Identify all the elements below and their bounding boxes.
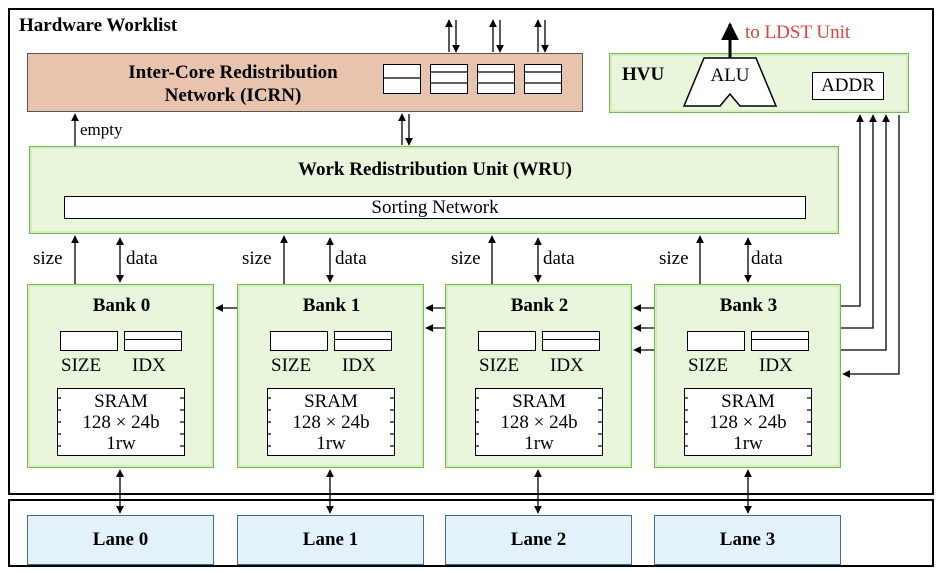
sram-ticks [57, 397, 811, 447]
size-label: SIZE [61, 355, 102, 376]
worklist-title: Hardware Worklist [19, 15, 178, 36]
bank-3: Bank 3 SIZE IDX SRAM 128 × 24b 1rw [654, 284, 841, 468]
icrn-buffer-icon [383, 64, 421, 94]
sram-size: 128 × 24b [500, 411, 578, 433]
bank-title: Bank 0 [92, 295, 151, 316]
size-register [687, 331, 745, 351]
sram-label: SRAM [304, 390, 358, 412]
sram-ports: 1rw [733, 432, 763, 454]
sram-ports: 1rw [524, 432, 554, 454]
bank-title: Bank 1 [302, 295, 361, 316]
icrn-buffer-icon [477, 64, 515, 94]
hvu-link [841, 114, 890, 351]
icrn-title-line1: Inter-Core Redistribution [128, 62, 338, 83]
sorting-network: Sorting Network [64, 196, 806, 219]
idx-register [124, 331, 182, 351]
size-label: SIZE [688, 355, 729, 376]
size-label: SIZE [479, 355, 520, 376]
idx-label: IDX [342, 355, 376, 376]
alu-icon [682, 57, 778, 107]
idx-label: IDX [550, 355, 584, 376]
idx-register [751, 331, 809, 351]
icrn-title-line2: Network (ICRN) [164, 85, 302, 106]
size-signal-label: size [242, 248, 272, 269]
icrn-buffer-icon [524, 64, 562, 94]
idx-register [334, 331, 392, 351]
sram-label: SRAM [512, 390, 566, 412]
addr-register: ADDR [812, 72, 884, 100]
data-signal-label: data [543, 248, 575, 269]
icrn-title: Inter-Core Redistribution Network (ICRN) [28, 59, 438, 109]
sram-block: SRAM 128 × 24b 1rw [57, 388, 185, 456]
sram-block: SRAM 128 × 24b 1rw [475, 388, 603, 456]
data-signal-label: data [751, 248, 783, 269]
bank-title: Bank 3 [719, 295, 778, 316]
size-signal-label: size [659, 248, 689, 269]
ldst-label: to LDST Unit [745, 22, 851, 43]
lane-2: Lane 2 [445, 515, 632, 565]
sram-block: SRAM 128 × 24b 1rw [684, 388, 812, 456]
idx-label: IDX [759, 355, 793, 376]
sram-label: SRAM [721, 390, 775, 412]
wru-title: Work Redistribution Unit (WRU) [298, 159, 572, 180]
sram-ports: 1rw [106, 432, 136, 454]
size-signal-label: size [33, 248, 63, 269]
alu-label: ALU [710, 65, 750, 86]
size-label: SIZE [271, 355, 312, 376]
empty-label: empty [80, 120, 123, 139]
hvu-link [842, 115, 900, 378]
data-signal-label: data [335, 248, 367, 269]
sram-ports: 1rw [316, 432, 346, 454]
lane-1: Lane 1 [237, 515, 424, 565]
lane-3: Lane 3 [654, 515, 841, 565]
sram-size: 128 × 24b [292, 411, 370, 433]
hvu-link [841, 114, 864, 307]
hvu-title: HVU [622, 64, 665, 85]
sram-size: 128 × 24b [709, 411, 787, 433]
hvu-link [841, 114, 877, 329]
sram-label: SRAM [94, 390, 148, 412]
size-register [270, 331, 328, 351]
data-signal-label: data [126, 248, 158, 269]
size-register [478, 331, 536, 351]
wru-block: Work Redistribution Unit (WRU) Sorting N… [29, 146, 839, 234]
bank-0: Bank 0 SIZE IDX SRAM 128 × 24b 1rw [27, 284, 214, 468]
sram-size: 128 × 24b [82, 411, 160, 433]
size-register [60, 331, 118, 351]
bank-2: Bank 2 SIZE IDX SRAM 128 × 24b 1rw [445, 284, 632, 468]
lane-0: Lane 0 [27, 515, 214, 565]
icrn-buffer-icon [430, 64, 468, 94]
bank-title: Bank 2 [510, 295, 569, 316]
idx-label: IDX [132, 355, 166, 376]
idx-register [542, 331, 600, 351]
size-signal-label: size [451, 248, 481, 269]
